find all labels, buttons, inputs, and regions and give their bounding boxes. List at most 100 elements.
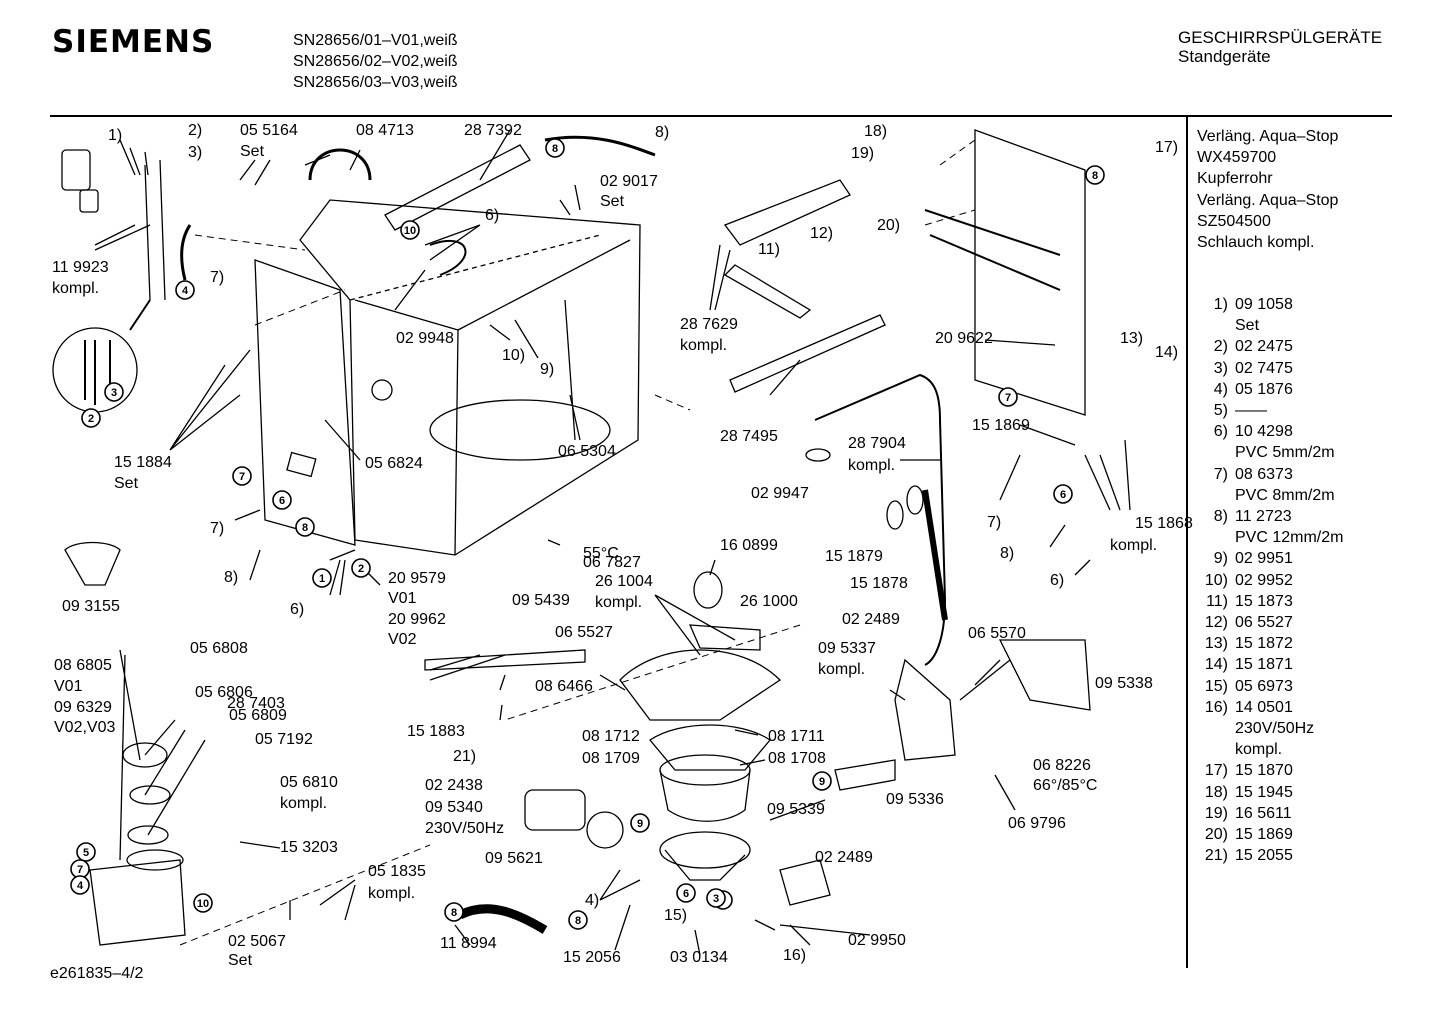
part-number: 15 1871 bbox=[1235, 656, 1293, 674]
svg-text:8: 8 bbox=[451, 907, 457, 919]
part-number: 15 1873 bbox=[1235, 592, 1293, 610]
part-callout-label: 16) bbox=[783, 947, 806, 964]
reference-circle: 6 bbox=[272, 490, 292, 510]
svg-text:4: 4 bbox=[182, 285, 189, 297]
part-index: 3) bbox=[1213, 359, 1228, 377]
reference-circle: 9 bbox=[812, 771, 832, 791]
part-callout-label: 17) bbox=[1155, 139, 1178, 156]
part-callout-label: 28 7904 bbox=[848, 435, 906, 452]
upper-spray-arm bbox=[729, 314, 886, 393]
svg-text:5: 5 bbox=[83, 847, 89, 859]
part-index: 5) bbox=[1213, 402, 1228, 420]
part-callout-label: 09 5621 bbox=[485, 850, 543, 867]
part-callout-label: V02 bbox=[388, 631, 417, 648]
part-callout-label: 09 3155 bbox=[62, 598, 120, 615]
parts-list-row: 7)08 6373 bbox=[1197, 464, 1343, 485]
part-callout-label: 06 9796 bbox=[1008, 815, 1066, 832]
reference-circle: 8 bbox=[568, 910, 588, 930]
top-duct bbox=[384, 144, 531, 231]
parts-list-row: 14)15 1871 bbox=[1197, 654, 1343, 675]
part-callout-label: 11 9923 bbox=[52, 259, 109, 276]
part-callout-label: 20 9962 bbox=[388, 611, 446, 628]
part-number: 02 9951 bbox=[1235, 550, 1293, 568]
part-callout-label: 05 1835 bbox=[368, 863, 426, 880]
door-panel bbox=[974, 129, 1086, 416]
part-callout-label: 15 1868 bbox=[1135, 515, 1193, 532]
svg-text:2: 2 bbox=[88, 413, 94, 425]
part-callout-label: 08 1708 bbox=[768, 750, 826, 767]
part-callout-label: 6) bbox=[1050, 572, 1064, 589]
part-number: 05 1876 bbox=[1235, 380, 1293, 398]
parts-list-row: PVC 5mm/2m bbox=[1235, 444, 1335, 462]
part-index: 21) bbox=[1204, 847, 1228, 865]
part-index: 15) bbox=[1204, 677, 1228, 695]
part-callout-label: 9) bbox=[540, 361, 554, 378]
part-callout-label: kompl. bbox=[52, 280, 99, 297]
sidebar-divider bbox=[1186, 116, 1188, 968]
reference-circle: 8 bbox=[545, 138, 565, 158]
reference-circle: 10 bbox=[400, 220, 420, 240]
part-callout-label: 06 8226 bbox=[1033, 757, 1091, 774]
svg-text:8: 8 bbox=[1092, 170, 1098, 182]
part-callout-label: 05 6808 bbox=[190, 640, 248, 657]
part-callout-label: 05 6806 bbox=[195, 684, 253, 701]
part-callout-label: 1) bbox=[108, 127, 122, 144]
lower-spray-arm bbox=[424, 649, 586, 671]
svg-text:7: 7 bbox=[1005, 392, 1011, 404]
parts-list-row: 17)15 1870 bbox=[1197, 760, 1343, 781]
part-callout-label: 05 6824 bbox=[365, 455, 423, 472]
parts-list-row: 8)11 2723 bbox=[1197, 506, 1343, 527]
svg-text:8: 8 bbox=[302, 522, 308, 534]
part-callout-label: 20 9622 bbox=[935, 330, 993, 347]
part-callout-label: Set bbox=[240, 143, 265, 160]
part-number: 15 1872 bbox=[1235, 635, 1293, 653]
reference-circle: 6 bbox=[676, 883, 696, 903]
reference-circle: 9 bbox=[630, 813, 650, 833]
parts-list-row: 19)16 5611 bbox=[1197, 803, 1343, 824]
part-callout-label: kompl. bbox=[1110, 537, 1157, 554]
svg-text:8: 8 bbox=[575, 915, 581, 927]
part-callout-label: 09 5439 bbox=[512, 592, 570, 609]
part-callout-label: 28 7392 bbox=[464, 122, 522, 139]
reference-circle: 6 bbox=[1053, 484, 1073, 504]
part-callout-label: 18) bbox=[864, 123, 887, 140]
parts-list-row: PVC 8mm/2m bbox=[1235, 486, 1335, 504]
part-callout-label: 05 6809 bbox=[229, 707, 287, 724]
part-callout-label: 02 9950 bbox=[848, 932, 906, 949]
reference-circle: 3 bbox=[104, 382, 124, 402]
part-callout-label: 08 4713 bbox=[356, 122, 414, 139]
part-number: 14 0501 bbox=[1235, 698, 1293, 716]
water-tube bbox=[814, 373, 947, 666]
side-notes: Verläng. Aqua–Stop WX459700 Kupferrohr V… bbox=[1197, 126, 1338, 253]
funnel-09-3155 bbox=[64, 541, 121, 586]
part-callout-label: 66°/85°C bbox=[1033, 777, 1097, 794]
part-callout-label: 8) bbox=[224, 569, 238, 586]
model-line: SN28656/02–V02,weiß bbox=[293, 53, 458, 70]
water-softener bbox=[89, 859, 186, 946]
svg-text:3: 3 bbox=[713, 893, 719, 905]
model-line: SN28656/01–V01,weiß bbox=[293, 32, 458, 49]
circle-callouts: 45678910678678812323971048 bbox=[70, 138, 1105, 930]
part-callout-label: 09 5336 bbox=[886, 791, 944, 808]
parts-list-row: 13)15 1872 bbox=[1197, 633, 1343, 654]
part-callout-label: 7) bbox=[210, 520, 224, 537]
part-callout-label: 05 6810 bbox=[280, 774, 338, 791]
parts-list-row: 5)—— bbox=[1197, 400, 1343, 421]
part-callout-label: 20) bbox=[877, 217, 900, 234]
part-callout-label: 4) bbox=[585, 892, 599, 909]
svg-text:6: 6 bbox=[683, 888, 689, 900]
parts-list-row: 1)09 1058 bbox=[1197, 294, 1343, 315]
part-callout-label: 28 7495 bbox=[720, 428, 778, 445]
part-index: 1) bbox=[1213, 296, 1228, 313]
parts-list-row: 2)02 2475 bbox=[1197, 336, 1343, 357]
tub-floor bbox=[429, 399, 611, 461]
parts-list-row: PVC 12mm/2m bbox=[1235, 529, 1344, 547]
part-callout-label: 02 2438 bbox=[425, 777, 483, 794]
svg-text:10: 10 bbox=[197, 898, 209, 910]
svg-text:9: 9 bbox=[637, 818, 643, 830]
brand-logo: SIEMENS bbox=[52, 24, 215, 60]
reference-circle: 1 bbox=[312, 568, 332, 588]
part-number: 15 1869 bbox=[1235, 826, 1293, 844]
